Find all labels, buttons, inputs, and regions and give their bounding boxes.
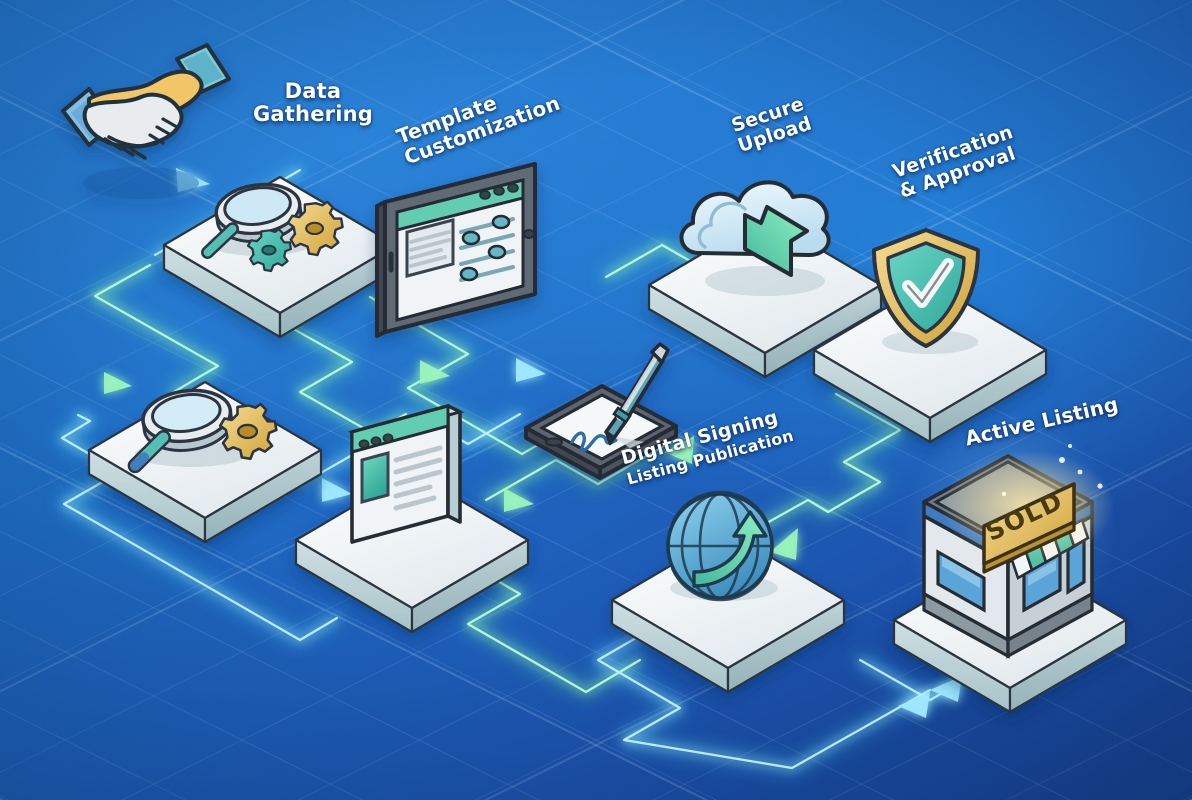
document-window-icon [347,404,465,544]
node-shield-check [812,228,1048,444]
node-document-window [294,404,530,634]
node-storefront-sold: SOLD [892,410,1128,714]
globe-arrow-icon [666,490,778,602]
stylus-pen-icon [604,342,670,446]
signature-pen-icon [524,342,678,480]
publish-arrow-icon [692,510,768,588]
node-research-top [162,175,398,339]
tablet-sliders-icon [375,162,537,338]
gear-gold-icon [286,200,344,257]
storefront-sold-icon: SOLD [922,444,1114,659]
magnifier-gears-icon [201,182,344,273]
gear-gold-icon [218,402,278,461]
node-research-left [87,380,323,544]
node-cloud-upload [647,180,883,379]
upload-arrow-icon [743,205,809,277]
gear-teal-icon [246,228,293,273]
cloud-upload-icon [679,180,831,296]
node-globe-publish [610,490,846,694]
node-sign-tablet [524,342,678,480]
shield-check-icon [872,228,980,354]
node-handshake [61,43,231,199]
magnifier-gear-icon [127,388,278,474]
handshake-icon [61,43,231,160]
node-template-tablet [375,162,537,338]
